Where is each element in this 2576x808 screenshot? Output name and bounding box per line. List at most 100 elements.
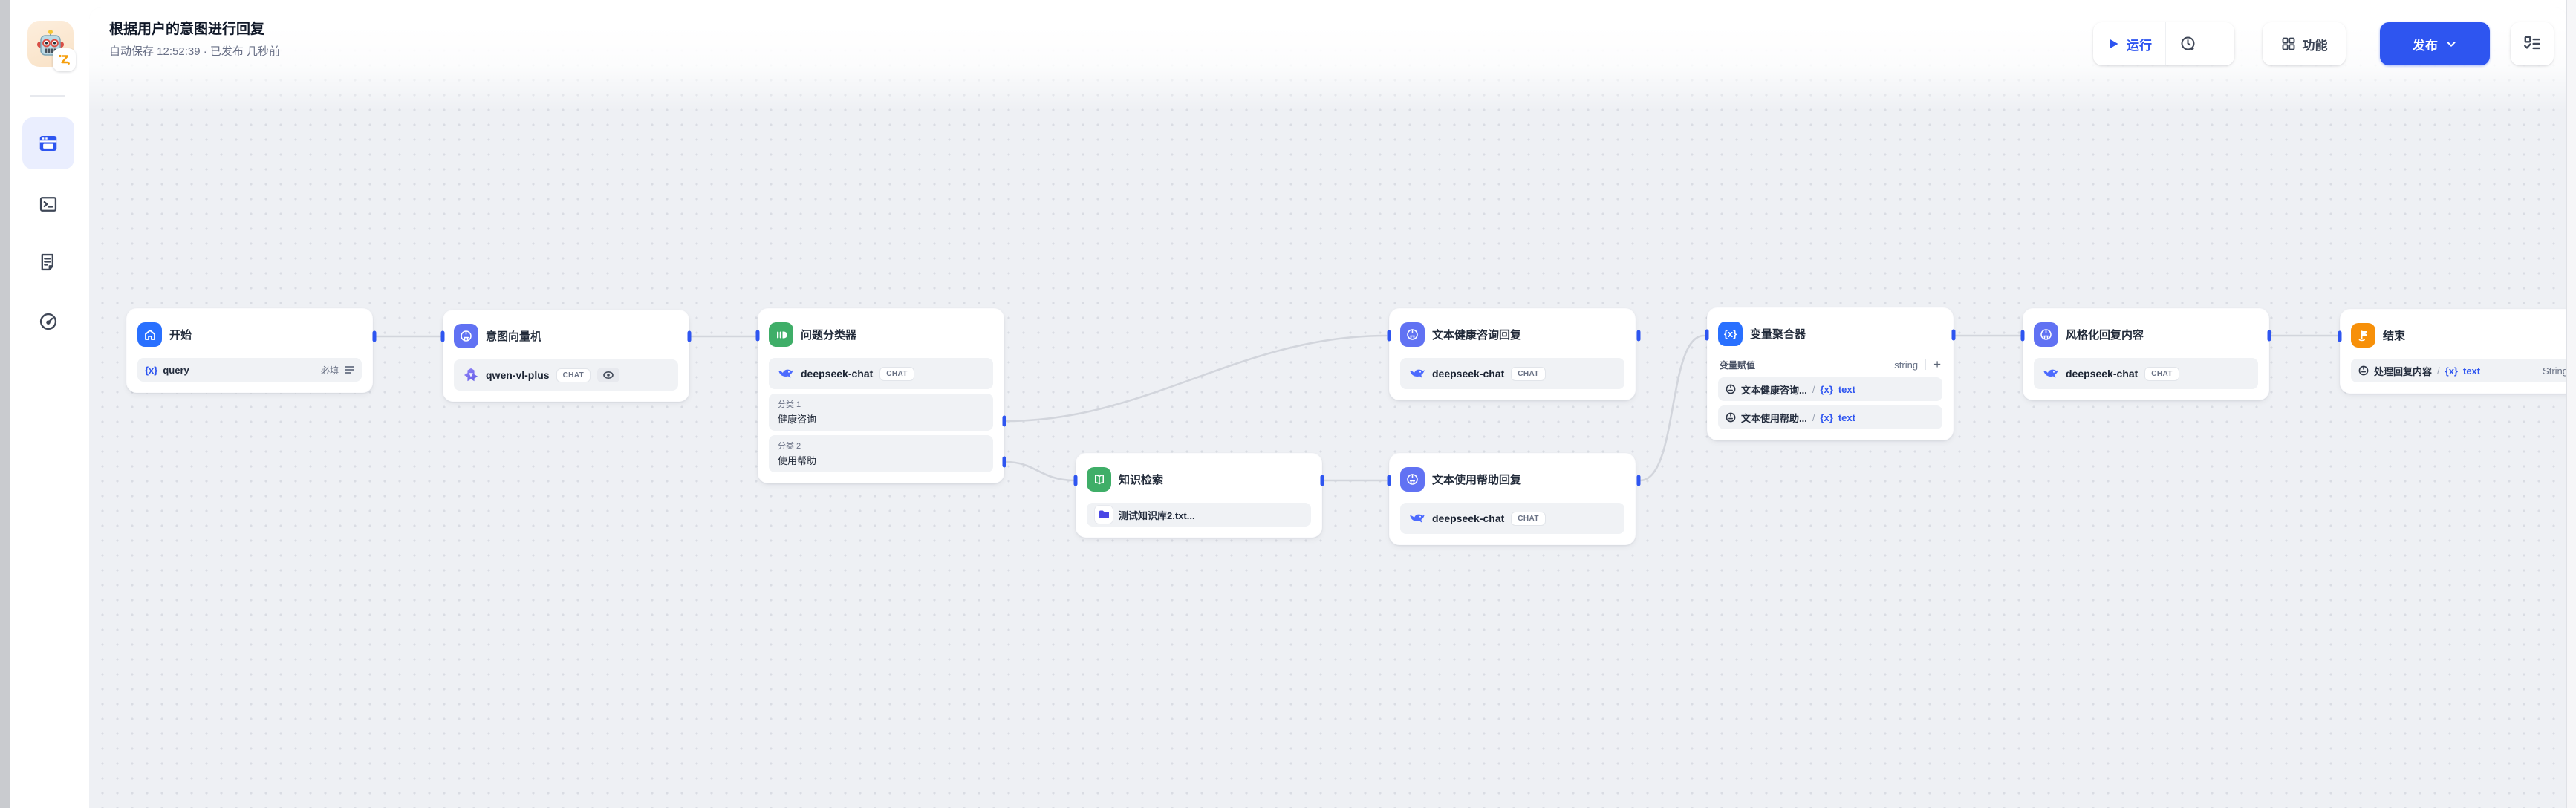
connection-handle[interactable]: [1951, 329, 1956, 341]
node-knowledge-retrieval[interactable]: 知识检索 测试知识库2.txt...: [1076, 453, 1322, 538]
model-selector[interactable]: deepseek-chat CHAT: [2034, 358, 2258, 389]
dataset-name: 测试知识库2.txt...: [1119, 509, 1195, 521]
sidebar-item-orchestrate[interactable]: [22, 117, 74, 169]
node-style-reply[interactable]: 风格化回复内容 deepseek-chat CHAT: [2023, 308, 2269, 400]
connection-handle[interactable]: [1387, 330, 1391, 342]
connection-handle[interactable]: [372, 330, 377, 342]
play-icon: [2110, 39, 2118, 49]
node-title: 风格化回复内容: [2066, 329, 2144, 342]
assign-label: 变量赋值: [1720, 359, 1756, 371]
checklist-icon: [2524, 36, 2540, 50]
llm-icon: [454, 324, 478, 348]
sidebar-divider: [30, 95, 65, 97]
deepseek-logo: [1410, 369, 1425, 378]
variable-aggregator-icon: {x}: [1718, 322, 1743, 346]
deepseek-logo: [778, 369, 793, 378]
workflow-canvas-icon: [39, 136, 57, 151]
node-ref-icon: [2358, 365, 2369, 376]
start-home-icon: [137, 322, 162, 347]
autosave-status: 自动保存 12:52:39 · 已发布 几秒前: [109, 45, 281, 58]
window-scrollbar-strip[interactable]: [2566, 0, 2576, 808]
node-question-classifier[interactable]: 问题分类器 deepseek-chat CHAT 分类 1 健康咨询 分类 2 …: [758, 308, 1004, 483]
chat-badge: CHAT: [2144, 366, 2179, 381]
node-intent[interactable]: 意图向量机 qwen-vl-plus CHAT: [443, 310, 689, 402]
connection-handle[interactable]: [1320, 475, 1324, 486]
log-document-icon: [41, 253, 54, 271]
source-node: 处理回复内容: [2374, 365, 2433, 377]
variable-icon: {x}: [2445, 365, 2458, 377]
connection-handle[interactable]: [1636, 330, 1641, 342]
variable-icon: {x}: [1820, 383, 1833, 395]
vision-eye-icon: [603, 371, 614, 379]
checklist-button[interactable]: [2511, 22, 2554, 65]
sidebar-item-logs[interactable]: [22, 236, 74, 288]
separator: /: [1812, 383, 1815, 395]
deepseek-logo: [1410, 514, 1425, 523]
llm-icon: [2034, 322, 2058, 347]
add-variable-button[interactable]: +: [1933, 357, 1941, 371]
sidebar-item-api[interactable]: [22, 178, 74, 230]
llm-icon: [1400, 467, 1425, 492]
variable-name: text: [1838, 383, 1855, 395]
classifier-class-2[interactable]: 分类 2 使用帮助: [769, 435, 993, 472]
variable-name: query: [163, 364, 189, 376]
connection-handle[interactable]: [1002, 415, 1006, 427]
connection-handle[interactable]: [755, 330, 760, 342]
class-label: 分类 2: [778, 442, 801, 451]
connection-handle[interactable]: [2267, 330, 2271, 342]
connection-handle[interactable]: [687, 330, 692, 342]
vision-badge: [597, 368, 620, 382]
paragraph-icon: [345, 366, 354, 374]
chatflow-badge-icon: [59, 54, 70, 65]
run-group-divider: [2165, 22, 2166, 65]
variable-name: text: [2463, 365, 2481, 377]
sidebar-item-monitoring[interactable]: [22, 296, 74, 348]
model-selector[interactable]: deepseek-chat CHAT: [1400, 503, 1624, 534]
model-selector[interactable]: deepseek-chat CHAT: [1400, 358, 1624, 389]
source-node: 文本使用帮助...: [1741, 412, 1807, 424]
run-button[interactable]: 运行: [2093, 22, 2165, 65]
end-output-row[interactable]: 处理回复内容 / {x} text String: [2351, 359, 2575, 382]
node-end[interactable]: 结束 处理回复内容 / {x} text String: [2340, 309, 2576, 394]
source-node: 文本健康咨询...: [1741, 384, 1807, 396]
node-reply-health[interactable]: 文本健康咨询回复 deepseek-chat CHAT: [1389, 308, 1636, 400]
separator: /: [2437, 365, 2440, 377]
model-name: qwen-vl-plus: [486, 369, 550, 381]
connection-handle[interactable]: [1636, 475, 1641, 486]
connection-handle[interactable]: [1387, 475, 1391, 486]
connection-handle[interactable]: [1073, 475, 1078, 486]
aggregator-row-2[interactable]: 文本使用帮助... / {x} text: [1718, 405, 1942, 429]
connection-handle[interactable]: [2020, 330, 2025, 342]
node-title: 意图向量机: [486, 330, 542, 343]
model-selector[interactable]: deepseek-chat CHAT: [769, 358, 993, 389]
knowledge-book-icon: [1087, 467, 1111, 492]
gauge-icon: [39, 313, 57, 330]
node-title: 变量聚合器: [1750, 328, 1806, 341]
chat-badge: CHAT: [879, 366, 914, 381]
workflow-canvas[interactable]: [89, 7, 2567, 808]
aggregator-divider: [1925, 359, 1927, 370]
model-selector[interactable]: qwen-vl-plus CHAT: [454, 359, 678, 391]
connection-handle[interactable]: [2338, 330, 2342, 342]
connection-handle[interactable]: [1705, 329, 1709, 341]
node-title: 结束: [2383, 330, 2406, 342]
connection-handle[interactable]: [440, 330, 445, 342]
node-reply-help[interactable]: 文本使用帮助回复 deepseek-chat CHAT: [1389, 453, 1636, 545]
node-variable-aggregator[interactable]: {x} 变量聚合器 变量赋值 string + 文本健康咨询... / {x} …: [1707, 307, 1954, 440]
connection-handle[interactable]: [1002, 456, 1006, 468]
classifier-class-1[interactable]: 分类 1 健康咨询: [769, 394, 993, 431]
features-button[interactable]: 功能: [2263, 22, 2346, 65]
window-edge-strip: [0, 0, 10, 808]
start-variable-row[interactable]: {x} query 必填: [137, 358, 362, 382]
variable-name: text: [1838, 411, 1855, 423]
model-name: deepseek-chat: [1432, 368, 1505, 379]
aggregator-row-1[interactable]: 文本健康咨询... / {x} text: [1718, 377, 1942, 401]
node-title: 文本健康咨询回复: [1432, 329, 1522, 342]
dataset-row[interactable]: 测试知识库2.txt...: [1087, 503, 1311, 527]
page-title: 根据用户的意图进行回复: [109, 22, 265, 37]
class-value: 使用帮助: [778, 455, 817, 466]
node-start[interactable]: 开始 {x} query 必填: [126, 308, 373, 393]
publish-label: 发布: [2413, 38, 2438, 53]
run-history-button[interactable]: [2166, 22, 2211, 65]
publish-button[interactable]: 发布: [2380, 22, 2490, 65]
